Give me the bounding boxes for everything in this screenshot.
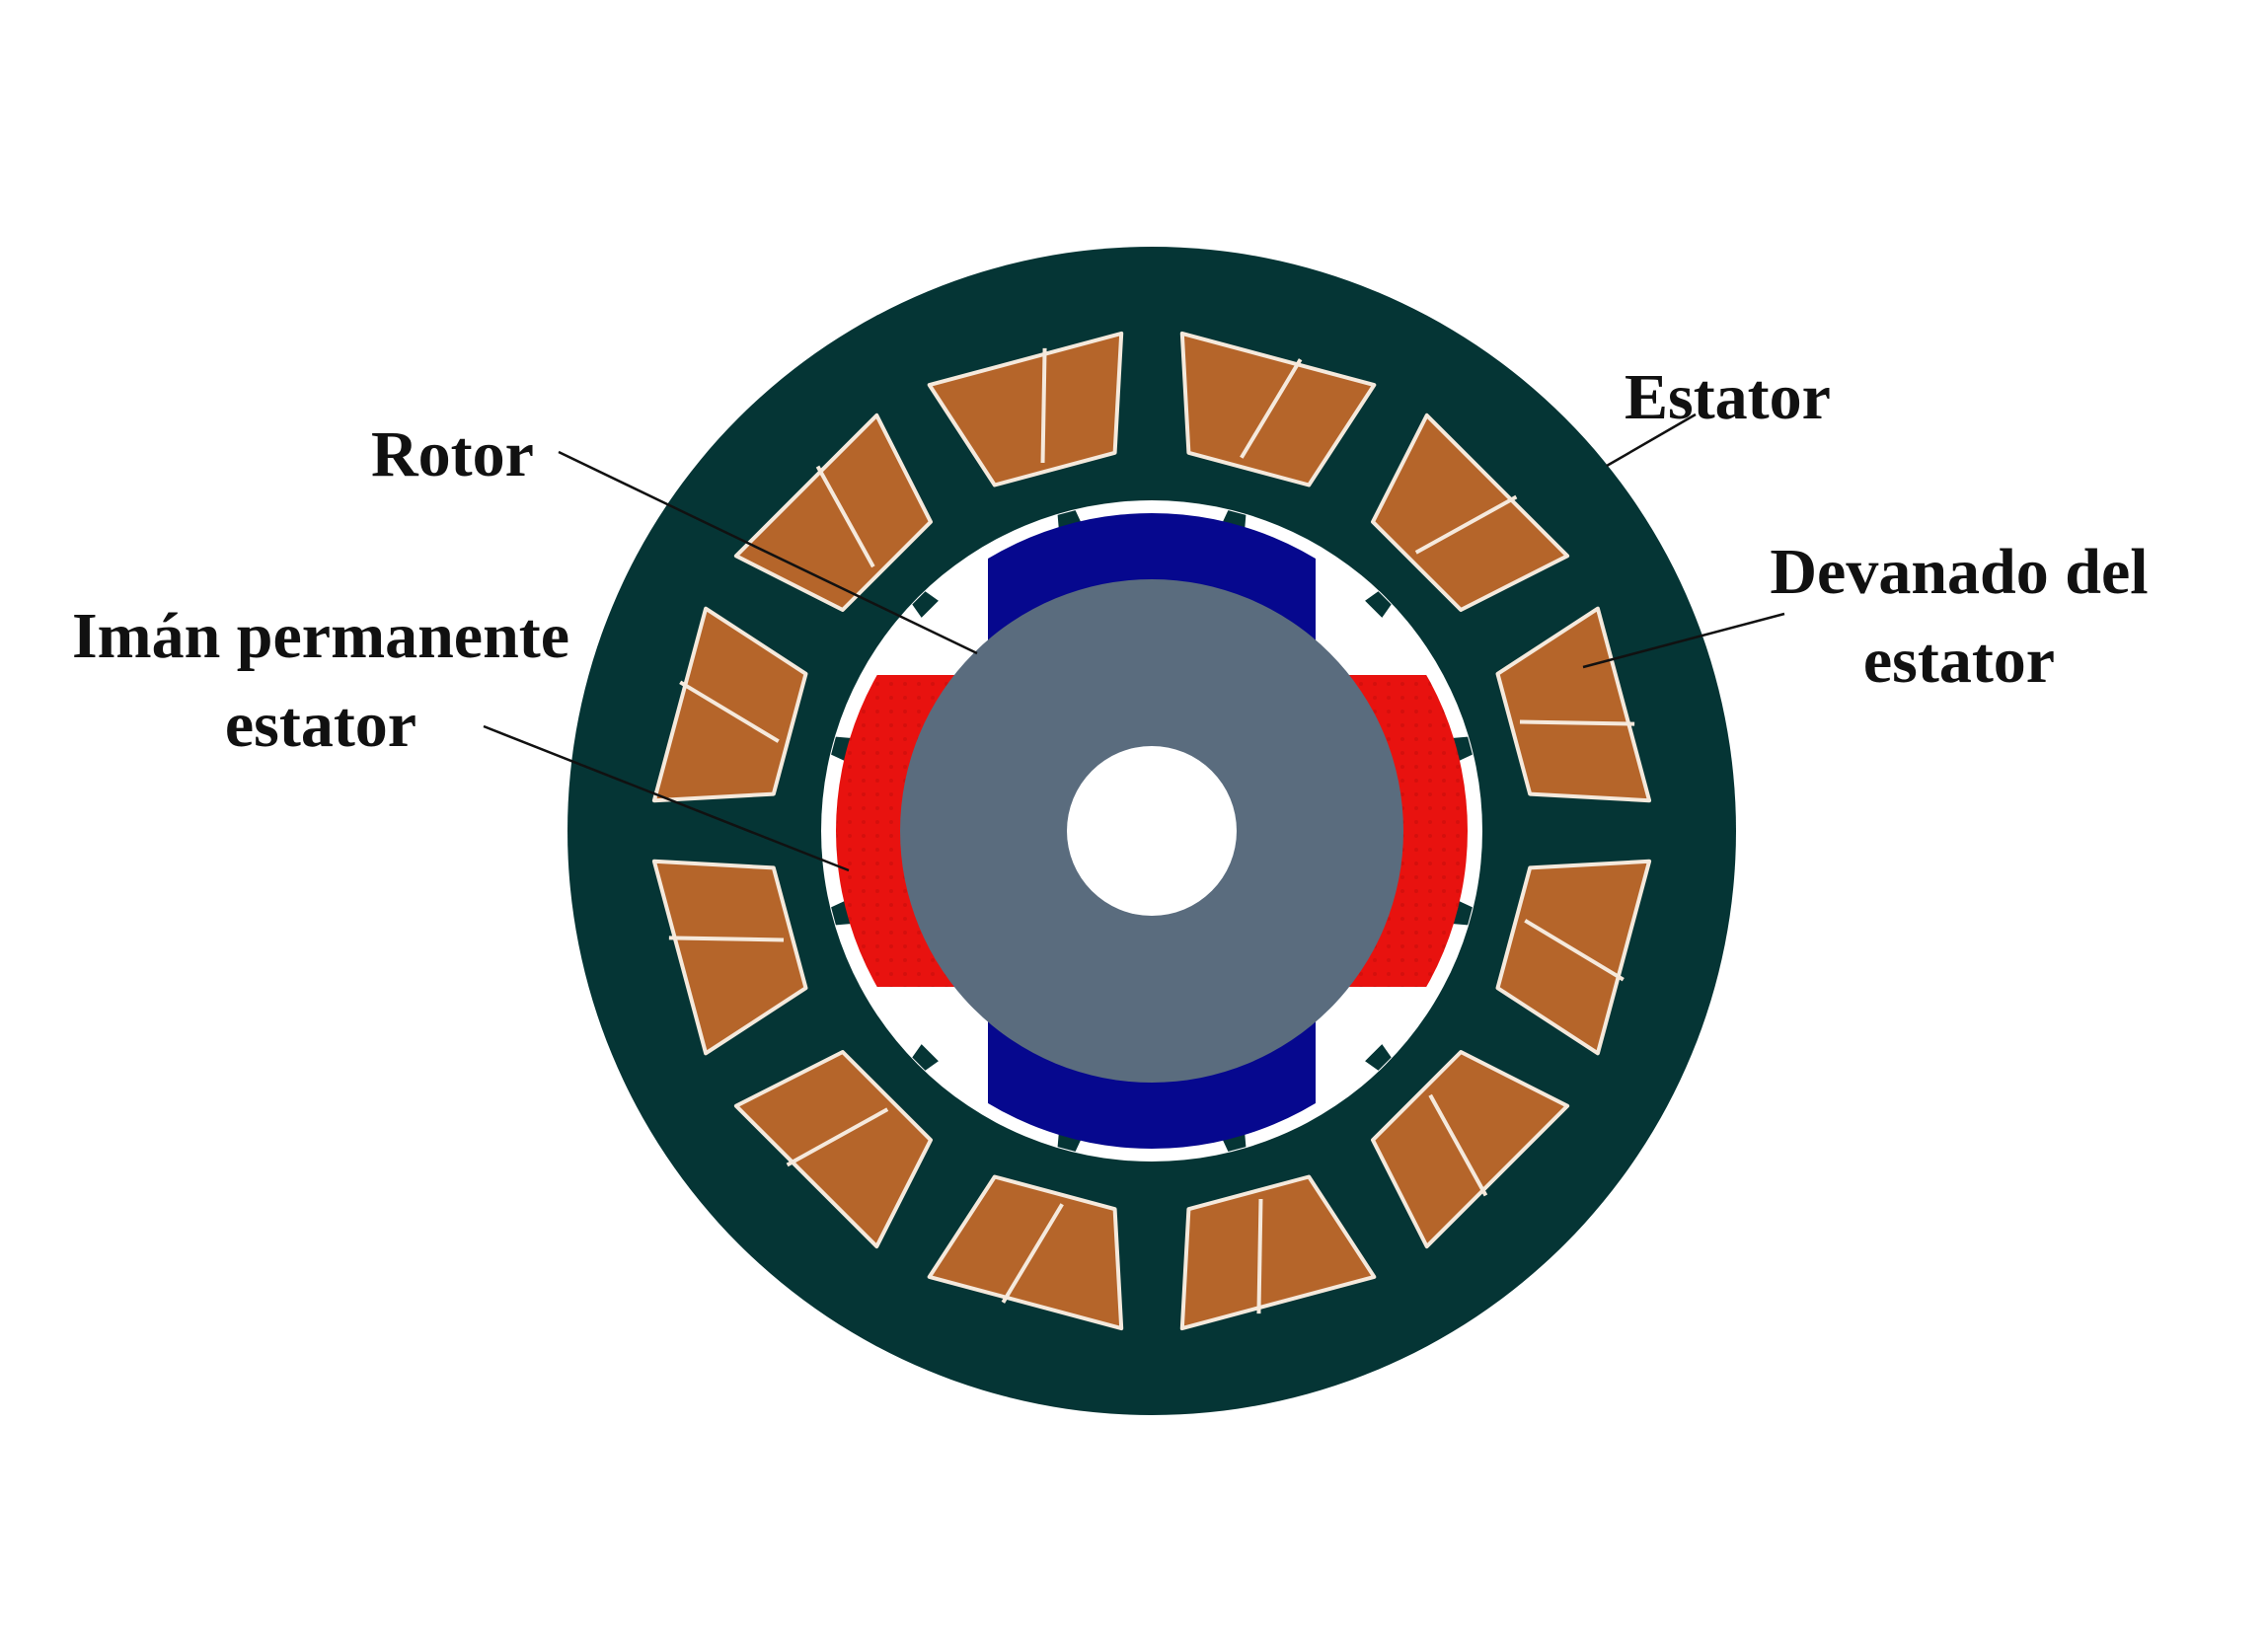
- stator-tooth-tip-11: [912, 591, 939, 618]
- label-stator-winding-line1: Devanado del: [1770, 536, 2149, 608]
- winding-coil: [1495, 859, 1652, 1056]
- winding-coil: [927, 331, 1124, 488]
- label-stator-winding: Devanado del estator: [1732, 528, 2186, 706]
- winding-divider: [1428, 1093, 1488, 1197]
- label-rotor: Rotor: [371, 418, 534, 490]
- winding-coil: [1371, 412, 1570, 612]
- winding-coil: [1371, 1050, 1570, 1249]
- stator-winding-6: [1179, 1174, 1377, 1331]
- label-stator-winding-line2: estator: [1862, 625, 2056, 697]
- winding-divider: [1240, 358, 1303, 459]
- winding-divider: [1040, 347, 1047, 464]
- leader-rotor: [558, 450, 978, 655]
- leader-stator-winding: [1582, 612, 1785, 669]
- winding-coil: [927, 1174, 1124, 1331]
- winding-divider: [1256, 1198, 1263, 1314]
- winding-divider: [815, 465, 875, 568]
- winding-divider: [1524, 919, 1625, 982]
- winding-coil: [1179, 331, 1377, 488]
- stator-tooth-tip-8: [912, 1044, 939, 1071]
- winding-coil: [651, 606, 808, 803]
- stator-winding-10: [651, 606, 808, 803]
- label-stator-magnet: Imán permanente estator: [39, 592, 602, 770]
- stator-winding-5: [1371, 1050, 1570, 1249]
- winding-divider: [1414, 494, 1518, 555]
- leader-lines: [483, 412, 1785, 872]
- stator-tooth-tip-2: [1365, 591, 1392, 618]
- winding-divider: [786, 1107, 889, 1167]
- leader-stator-magnet: [483, 724, 850, 872]
- stator-winding-4: [1495, 859, 1652, 1056]
- stator-tooth-tip-5: [1365, 1044, 1392, 1071]
- winding-divider: [1001, 1203, 1064, 1304]
- label-stator-magnet-line2: estator: [224, 689, 417, 761]
- stator-winding-3: [1495, 606, 1652, 803]
- label-stator-magnet-line1: Imán permanente: [71, 600, 570, 672]
- winding-divider: [668, 936, 785, 942]
- winding-coil: [1179, 1174, 1377, 1331]
- stator-winding-7: [927, 1174, 1124, 1331]
- shaft-hole: [1067, 746, 1237, 916]
- motor-cross-section: [567, 247, 1736, 1415]
- winding-divider: [1519, 719, 1635, 726]
- stator-winding-1: [1179, 331, 1377, 488]
- winding-divider: [679, 680, 780, 743]
- stator-winding-12: [927, 331, 1124, 488]
- stator-winding-2: [1371, 412, 1570, 612]
- stator-winding-8: [733, 1050, 933, 1249]
- label-stator: Estator: [1625, 361, 1831, 433]
- winding-coil: [733, 1050, 933, 1249]
- leader-stator: [1606, 412, 1697, 468]
- winding-coil: [1495, 606, 1652, 803]
- stator-winding-9: [651, 859, 808, 1056]
- winding-coil: [651, 859, 808, 1056]
